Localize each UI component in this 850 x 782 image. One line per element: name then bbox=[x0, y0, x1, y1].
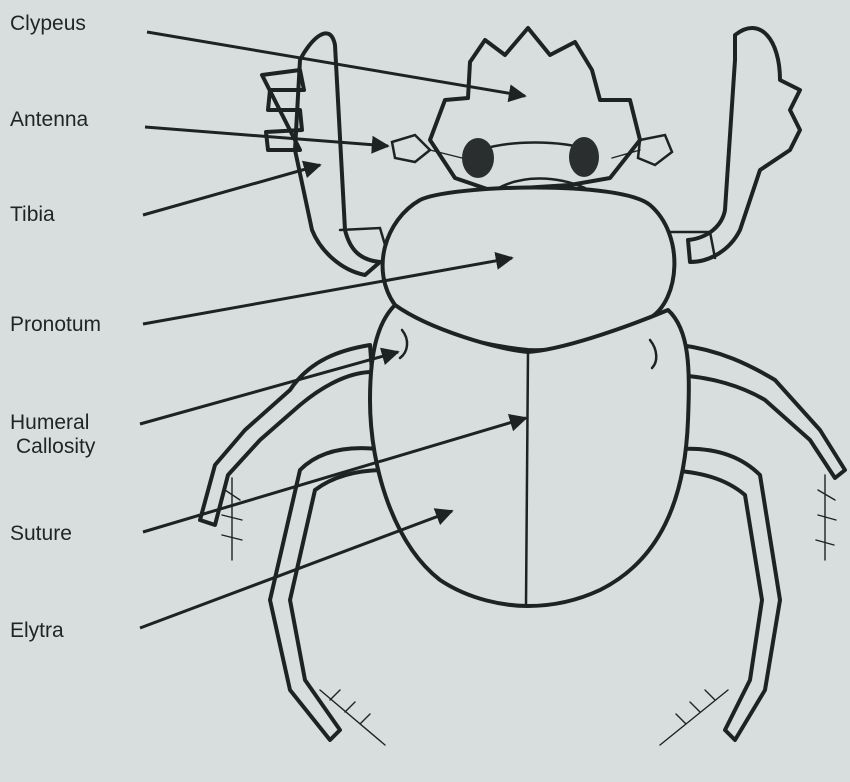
left-eye bbox=[462, 138, 494, 178]
front-right-leg bbox=[670, 28, 800, 262]
tibia-arrow bbox=[143, 165, 320, 215]
suture-label: Suture bbox=[10, 522, 72, 546]
left-antenna-club bbox=[392, 135, 430, 162]
antenna-label: Antenna bbox=[10, 108, 88, 132]
humeral-label-line2: Callosity bbox=[10, 435, 95, 459]
right-eye bbox=[569, 137, 599, 177]
humeral-label-line1: Humeral bbox=[10, 411, 89, 434]
right-antenna-club bbox=[638, 135, 672, 165]
humeral-callosity-label: Humeral Callosity bbox=[10, 411, 95, 459]
elytra-label: Elytra bbox=[10, 619, 64, 643]
beetle-head bbox=[392, 28, 672, 190]
pronotum-label: Pronotum bbox=[10, 313, 101, 337]
clypeus-label: Clypeus bbox=[10, 12, 86, 36]
hind-left-leg bbox=[270, 448, 385, 745]
elytra-shape bbox=[370, 305, 689, 606]
tibia-label: Tibia bbox=[10, 203, 55, 227]
